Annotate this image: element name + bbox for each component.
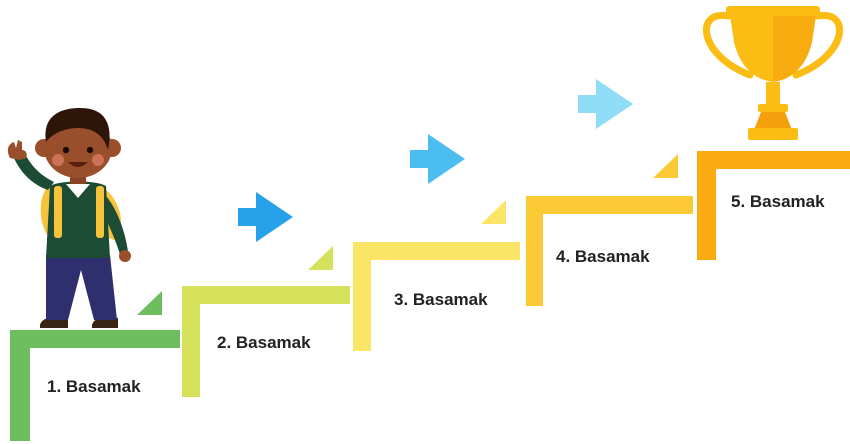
arrow-right-icon-1 — [238, 192, 293, 242]
trophy-icon — [702, 6, 844, 140]
waving-student-icon — [7, 108, 131, 328]
step-2 — [182, 246, 350, 397]
step-1-shape — [10, 330, 180, 441]
step-2-corner — [308, 246, 333, 270]
step-5-shape — [697, 151, 850, 260]
step-4-shape — [526, 196, 693, 306]
step-1-corner — [137, 291, 162, 315]
step-2-shape — [182, 286, 350, 397]
step-5-label: 5. Basamak — [731, 192, 825, 211]
step-3-corner — [481, 200, 506, 224]
step-2-label: 2. Basamak — [217, 333, 311, 352]
step-4-corner — [653, 154, 678, 178]
arrow-right-icon-3 — [578, 79, 633, 129]
step-3-shape — [353, 242, 520, 351]
step-1-label: 1. Basamak — [47, 377, 141, 396]
step-4-label: 4. Basamak — [556, 247, 650, 266]
step-1 — [10, 291, 180, 441]
step-3-label: 3. Basamak — [394, 290, 488, 309]
arrow-right-icon-2 — [410, 134, 465, 184]
step-5 — [697, 151, 850, 260]
step-4 — [526, 154, 693, 306]
step-3 — [353, 200, 520, 351]
